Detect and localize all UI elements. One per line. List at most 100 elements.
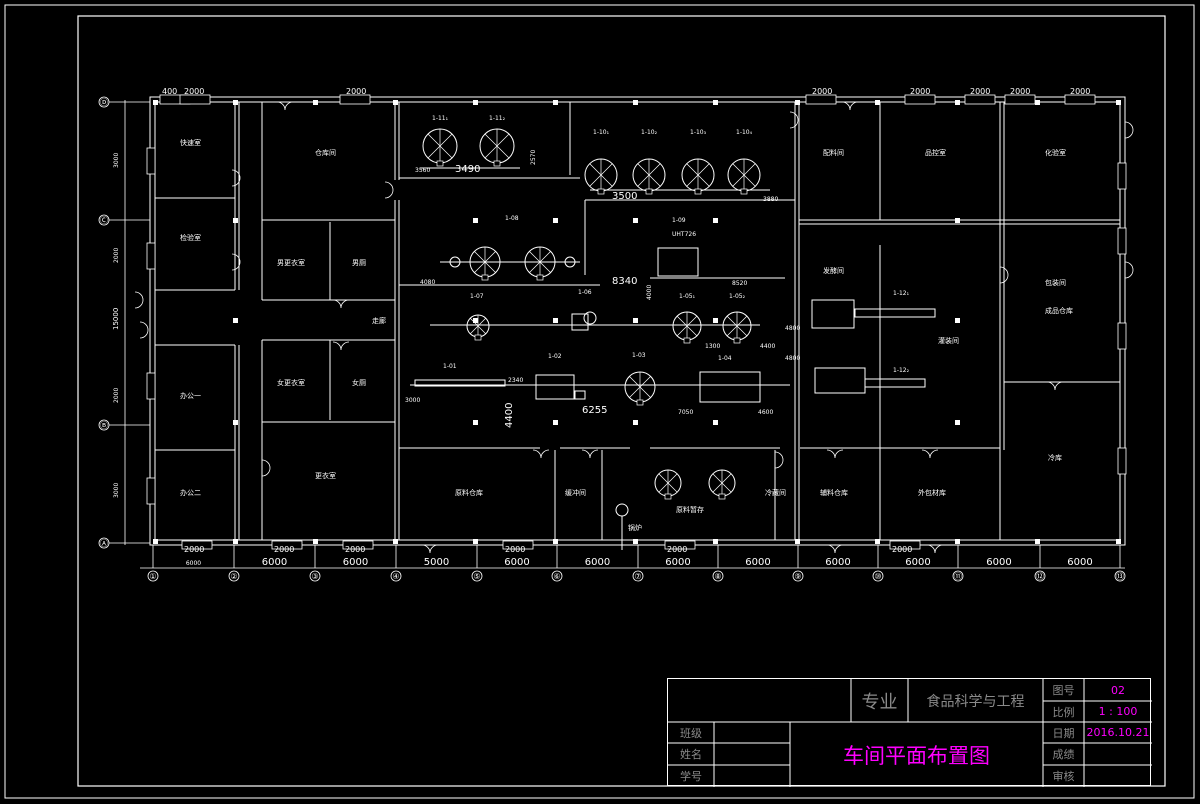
structural-column — [795, 100, 800, 105]
name-label: 姓名 — [680, 748, 702, 761]
equipment-tank: 1-07 — [466, 293, 490, 341]
equipment-tag: 1-10₁ — [593, 129, 610, 136]
structural-column — [393, 539, 398, 544]
structural-column — [1116, 100, 1121, 105]
window-bottom — [502, 540, 534, 550]
grid-bubble — [309, 570, 321, 582]
dim-label: 4400 — [504, 403, 515, 428]
bay-dimension: 6000 — [504, 557, 529, 568]
bay-dimension: 6000 — [665, 557, 690, 568]
window-top — [339, 94, 371, 105]
left-dimension: 2000 — [113, 388, 120, 403]
window-size-label: 2000 — [346, 87, 366, 96]
equipment-tag: 1-03 — [632, 352, 646, 359]
window-bottom — [181, 540, 213, 550]
structural-column — [1035, 100, 1040, 105]
room-label: 仓库间 — [315, 148, 336, 157]
door-swing — [384, 181, 394, 199]
grid-bubble — [792, 570, 804, 582]
equipment-tag: 1-05₁ — [679, 293, 696, 300]
dim-label: 4400 — [760, 343, 775, 350]
window-size-label: 2000 — [505, 545, 525, 554]
boiler-symbol — [615, 503, 629, 517]
window-top — [1064, 94, 1096, 105]
room-label: 品控室 — [925, 148, 946, 157]
room-label: 灌装间 — [938, 336, 959, 345]
room-label: 辅料仓库 — [820, 488, 848, 497]
date-label: 日期 — [1052, 726, 1075, 740]
grid-bubble — [551, 570, 563, 582]
equipment-tank: 1-10₃ — [681, 129, 715, 195]
equipment-tank: 1-05₁ — [672, 293, 702, 344]
tank-valve — [733, 337, 741, 344]
window-top — [1004, 94, 1036, 105]
door-swing — [999, 266, 1009, 284]
structural-column — [313, 539, 318, 544]
door-swing — [926, 544, 944, 554]
class-label: 班级 — [680, 726, 702, 740]
room-label: 锅炉 — [628, 523, 642, 532]
grid-col-label: ⑨ — [794, 572, 801, 581]
tank-valve — [718, 493, 726, 500]
grid-col-label: ⑥ — [553, 572, 560, 581]
structural-column — [553, 539, 558, 544]
grid-col-label: ④ — [392, 572, 399, 581]
room-label: 发酵间 — [823, 266, 844, 275]
grade-label: 成绩 — [1052, 748, 1075, 761]
drawing-frame — [77, 15, 1166, 787]
dimension-labels: 3490 3560 3500 3880 8340 4080 6255 2340 … — [405, 150, 800, 428]
room-label: 原料仓库 — [455, 488, 483, 497]
equipment-tank: 1-11₂ — [479, 115, 515, 167]
equipment-tag: 1-10₃ — [690, 129, 707, 136]
grid-bubble — [1034, 570, 1046, 582]
drawing-title: 车间平面布置图 — [843, 743, 990, 768]
bay-dimension: 6000 — [1067, 557, 1092, 568]
structural-column — [233, 318, 238, 323]
dim-label: 2570 — [530, 150, 537, 165]
drawing-no-label: 图号 — [1052, 684, 1075, 697]
equipment-tag: UHT726 — [672, 231, 696, 238]
window-bottom — [342, 540, 374, 550]
grid-col-label: ⑬ — [1116, 572, 1124, 581]
equipment-machine — [699, 371, 761, 403]
grid-col-label: ⑩ — [874, 572, 881, 581]
tank-valve — [740, 188, 748, 195]
dim-label: 3880 — [763, 196, 778, 203]
room-label: 冷藏间 — [765, 488, 786, 497]
equipment-tag: 1-01 — [443, 363, 457, 370]
room-label: 走廊 — [372, 316, 386, 325]
room-label: 化验室 — [1045, 148, 1066, 157]
window-size-label: 2000 — [1070, 87, 1090, 96]
structural-column — [633, 318, 638, 323]
dim-label: 4800 — [785, 355, 800, 362]
grid-col-label: ⑧ — [714, 572, 721, 581]
door-swing — [774, 451, 784, 469]
window-top — [805, 94, 837, 105]
major-value: 食品科学与工程 — [926, 693, 1025, 710]
window-right — [1117, 227, 1127, 255]
equipment-tank — [524, 246, 556, 281]
door-swing — [826, 449, 844, 459]
door-swing — [789, 111, 799, 129]
grid-col-label: ③ — [311, 572, 318, 581]
left-dimension: 2000 — [113, 248, 120, 263]
structural-column — [553, 420, 558, 425]
structural-column — [153, 539, 158, 544]
equipment-tank: 1-10₂ — [632, 129, 666, 195]
grid-bubble — [471, 570, 483, 582]
grid-row-label: Ⓓ — [100, 98, 108, 107]
room-label: 女厕 — [352, 378, 366, 387]
window-top — [179, 94, 211, 105]
equipment-tag: 1-11₂ — [489, 115, 506, 122]
equipment-tank: 1-10₄ — [727, 129, 761, 195]
bay-dimension: 6000 — [905, 557, 930, 568]
grid-row-label: Ⓒ — [100, 216, 108, 225]
door-swing — [261, 459, 271, 477]
door-swing — [231, 169, 241, 187]
tank-valve — [645, 188, 653, 195]
equipment-tag: 1-10₂ — [641, 129, 658, 136]
dim-label: 8340 — [612, 276, 637, 287]
structural-column — [633, 420, 638, 425]
